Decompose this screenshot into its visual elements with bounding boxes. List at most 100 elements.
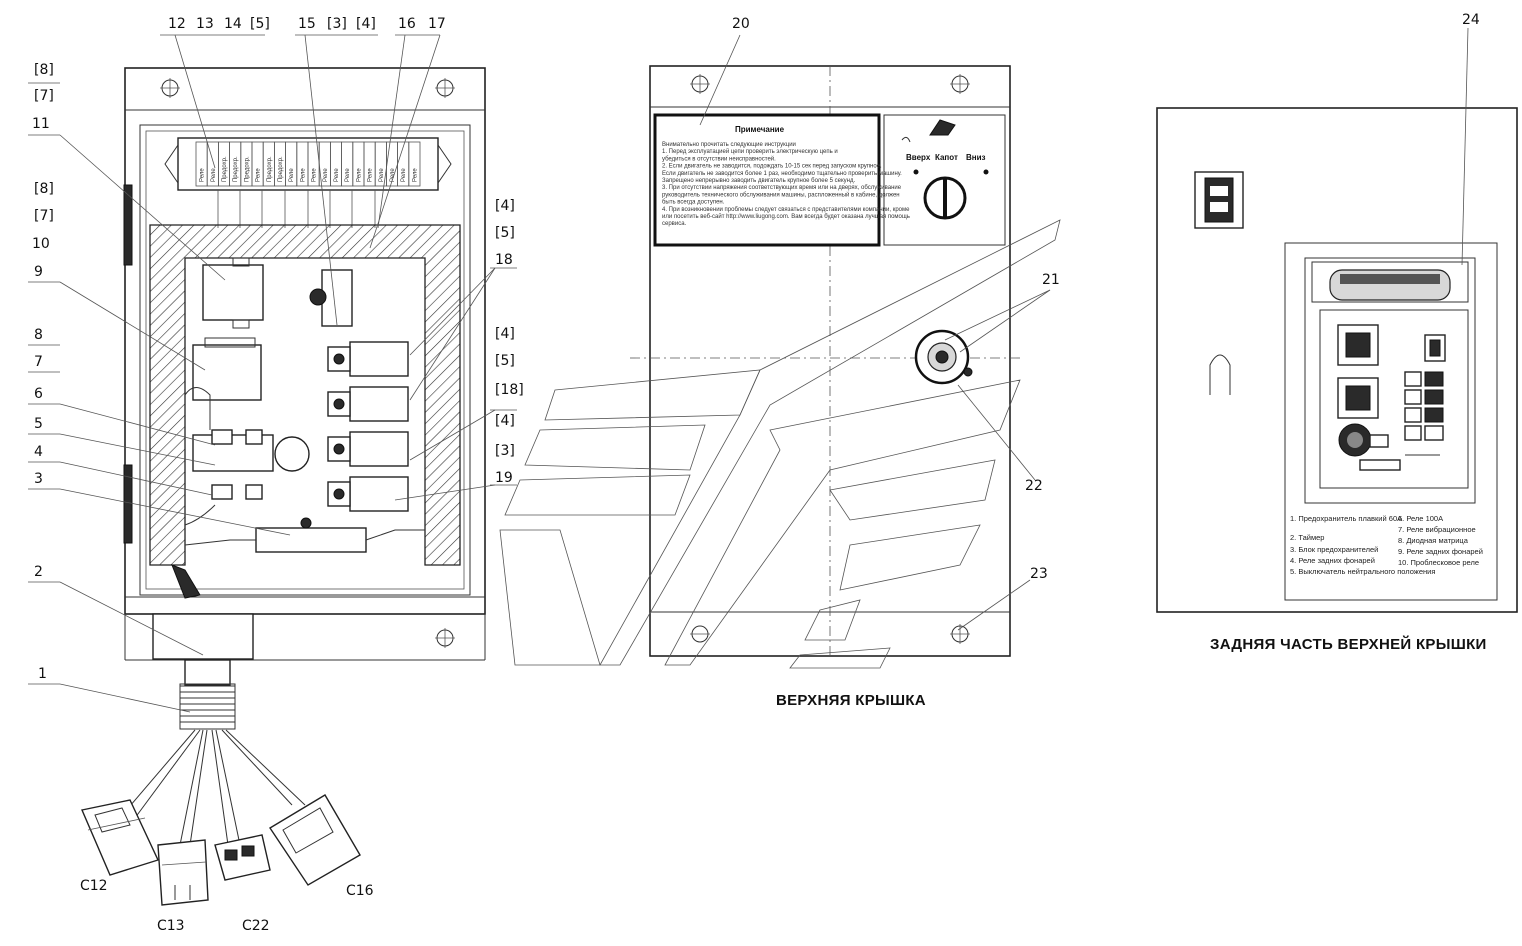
top-cover-drawing: Примечание Внимательно прочитать следующ… — [499, 34, 1061, 669]
fuse-cell-label: Реле — [256, 168, 262, 182]
callout-20: 20 — [732, 16, 750, 32]
left-callout-numbers: [8] [7] 11 [8] [7] 10 9 8 7 6 5 4 3 2 1 … — [32, 16, 524, 934]
callout-ref: [4] — [495, 413, 515, 429]
callout-ref: [3] — [495, 443, 515, 459]
legend-item: 8. Диодная матрица — [1398, 536, 1469, 545]
legend-item: 2. Таймер — [1290, 533, 1324, 542]
callout-22: 22 — [1025, 478, 1043, 494]
callout-5: 5 — [34, 416, 43, 432]
callout-4: 4 — [34, 444, 43, 460]
note-line: Если двигатель не заводится более 1 раз,… — [662, 171, 902, 177]
fuse-cell-label: Предохр. — [278, 156, 284, 182]
callout-ref: [4] — [495, 198, 515, 214]
connector-c13 — [157, 839, 209, 906]
legend-item: 10. Проблесковое реле — [1398, 558, 1479, 567]
switch-label-hold: Капот — [935, 153, 958, 162]
callout-1: 1 — [38, 666, 47, 682]
connector-c16 — [269, 794, 361, 886]
callout-2: 2 — [34, 564, 43, 580]
note-line: 2. Если двигатель не заводится, подождат… — [662, 164, 882, 170]
callout-10: 10 — [32, 236, 50, 252]
fuse-cell-label: Реле — [334, 168, 340, 182]
caption-top-cover: ВЕРХНЯЯ КРЫШКА — [776, 692, 926, 709]
fuse-cell-label: Реле — [356, 168, 362, 182]
callout-23: 23 — [1030, 566, 1048, 582]
fuse-cell-label: Реле — [289, 168, 295, 182]
fuse-cell-label: Предохр. — [233, 156, 239, 182]
callout-11: 11 — [32, 116, 50, 132]
callout-ref: [7] — [34, 88, 54, 104]
callout-8: 8 — [34, 327, 43, 343]
note-line: 1. Перед эксплуатацией цепи проверить эл… — [662, 148, 838, 155]
note-line: убедиться в отсутствии неисправностей. — [662, 155, 776, 162]
legend-item: 6. Реле 100А — [1398, 514, 1443, 523]
fuse-cell-label: Реле — [368, 168, 374, 182]
callout-ref: [5] — [250, 16, 270, 32]
fuse-cell-label: Предохр. — [244, 156, 250, 182]
callout-19: 19 — [495, 470, 513, 486]
callout-17: 17 — [428, 16, 446, 32]
callout-15: 15 — [298, 16, 316, 32]
callout-7: 7 — [34, 354, 43, 370]
legend-item: 5. Выключатель нейтрального положения — [1290, 567, 1435, 576]
open-box-drawing: Реле Реле Предохр. Предохр. Предохр. Реле Пред… — [28, 34, 517, 906]
callout-18: 18 — [495, 252, 513, 268]
fuse-cell-label: Реле — [211, 168, 217, 182]
relays — [327, 341, 409, 512]
note-line: 4. При возникновении проблемы следует св… — [662, 207, 910, 213]
legend-item: 4. Реле задних фонарей — [1290, 556, 1375, 565]
note-line: быть всегда доступен. — [662, 200, 725, 206]
switch-label-up: Вверх — [906, 153, 931, 162]
callout-ref: [5] — [495, 225, 515, 241]
switch-label-down: Вниз — [966, 153, 986, 162]
fuse-cell-label: Реле — [412, 168, 418, 182]
legend-item: 1. Предохранитель плавкий 60А — [1290, 514, 1402, 523]
fuse-cell-label: Реле — [379, 168, 385, 182]
callout-3: 3 — [34, 471, 43, 487]
fuse-cell-label: Реле — [390, 168, 396, 182]
callout-16: 16 — [398, 16, 416, 32]
legend-item: 7. Реле вибрационное — [1398, 525, 1476, 534]
callout-ref: [18] — [495, 382, 524, 398]
fuse-cell-label: Реле — [345, 168, 351, 182]
callout-ref: [8] — [34, 181, 54, 197]
fuse-cell-label: Реле — [300, 168, 306, 182]
legend-item: 9. Реле задних фонарей — [1398, 547, 1483, 556]
connector-c12 — [81, 799, 159, 876]
note-line: руководитель технического обслуживания м… — [662, 191, 900, 198]
callout-14: 14 — [224, 16, 242, 32]
fuse-cell-label: Реле — [200, 168, 206, 182]
callout-9: 9 — [34, 264, 43, 280]
legend-item: 3. Блок предохранителей — [1290, 545, 1378, 554]
fuse-cell-label: Реле — [401, 168, 407, 182]
connector-c22 — [214, 834, 271, 881]
middle-callout-numbers: 20 21 22 23 — [732, 16, 1060, 582]
callout-6: 6 — [34, 386, 43, 402]
connector-label-c16: C16 — [346, 883, 374, 899]
fuse-cell-label: Предохр. — [222, 156, 228, 182]
connector-label-c12: C12 — [80, 878, 108, 894]
callout-ref: [3] — [327, 16, 347, 32]
note-lines: Внимательно прочитать следующие инструкц… — [662, 142, 910, 227]
callout-ref: [4] — [356, 16, 376, 32]
legend: 1. Предохранитель плавкий 60А 2. Таймер … — [1290, 514, 1483, 576]
note-line: 3. При отсутствии напряжения соответству… — [662, 185, 902, 191]
note-line: Запрещено непрерывно заводить двигатель … — [662, 178, 855, 184]
fuse-cell-label: Предохр. — [267, 156, 273, 182]
callout-24: 24 — [1462, 12, 1480, 28]
callout-13: 13 — [196, 16, 214, 32]
callout-ref: [5] — [495, 353, 515, 369]
callout-ref: [8] — [34, 62, 54, 78]
note-line: или посетить веб-сайт http://www.liugong… — [662, 213, 910, 220]
note-line: сервиса. — [662, 221, 687, 227]
fuse-cell-label: Реле — [312, 168, 318, 182]
callout-12: 12 — [168, 16, 186, 32]
caption-back-of-top-cover: ЗАДНЯЯ ЧАСТЬ ВЕРХНЕЙ КРЫШКИ — [1210, 635, 1487, 653]
fuse-cell-label: Реле — [323, 168, 329, 182]
note-title: Примечание — [735, 125, 785, 134]
callout-21: 21 — [1042, 272, 1060, 288]
fuse-cell — [408, 141, 421, 187]
callout-ref: [7] — [34, 208, 54, 224]
back-cover-drawing — [1156, 27, 1518, 613]
